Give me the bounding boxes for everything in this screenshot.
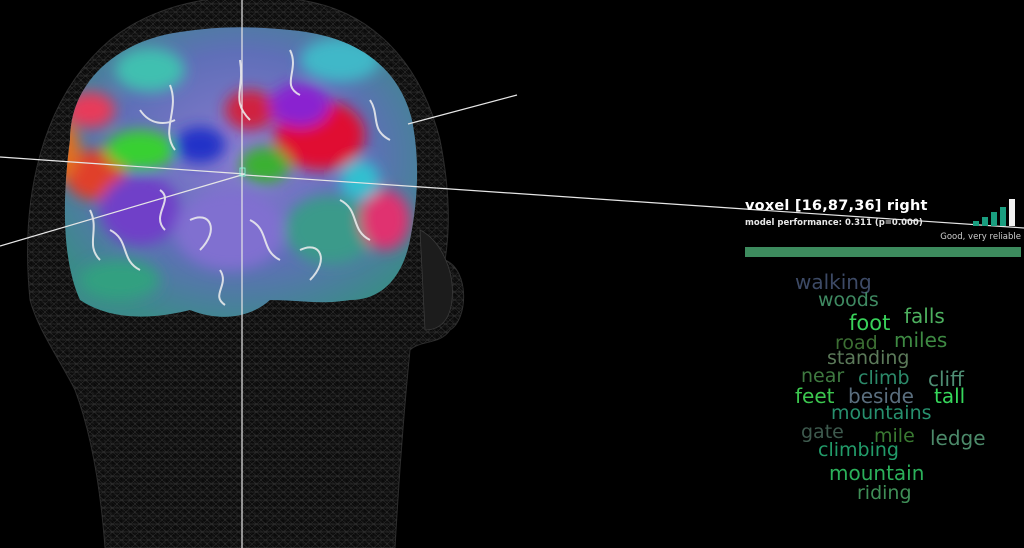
word-cloud-word: near xyxy=(801,365,845,387)
word-cloud-word: miles xyxy=(894,328,948,352)
word-cloud-word: cliff xyxy=(928,367,964,391)
signal-bar-4 xyxy=(1000,207,1006,226)
word-cloud-word: foot xyxy=(849,311,891,335)
signal-bar-3 xyxy=(991,212,997,226)
word-cloud-word: riding xyxy=(857,482,912,504)
model-performance-text: model performance: 0.311 (p=0.000) xyxy=(745,218,923,228)
word-cloud-word: ledge xyxy=(930,426,986,450)
word-cloud-word: mountains xyxy=(831,402,932,424)
performance-bar xyxy=(745,247,1021,257)
reliability-label: Good, very reliable xyxy=(940,232,1021,242)
word-cloud-word: standing xyxy=(827,347,910,369)
word-cloud-word: mile xyxy=(874,425,915,447)
word-cloud-word: road xyxy=(835,332,878,354)
signal-bar-2 xyxy=(982,217,988,226)
word-cloud-word: woods xyxy=(818,289,879,311)
voxel-title: voxel [16,87,36] right xyxy=(745,198,928,214)
word-cloud-word: falls xyxy=(904,304,945,328)
word-cloud-word: climbing xyxy=(818,439,899,461)
signal-bar-5 xyxy=(1009,199,1015,226)
word-cloud-word: mountain xyxy=(829,461,925,485)
word-cloud-word: tall xyxy=(934,384,966,408)
brain-surface xyxy=(64,27,418,317)
signal-bar-1 xyxy=(973,221,979,226)
word-cloud-word: beside xyxy=(848,384,914,408)
word-cloud-word: climb xyxy=(858,367,910,389)
word-cloud-word: walking xyxy=(795,270,872,294)
word-cloud-word: feet xyxy=(795,384,835,408)
word-cloud-word: gate xyxy=(801,421,844,443)
signal-bars-icon xyxy=(971,198,1019,226)
